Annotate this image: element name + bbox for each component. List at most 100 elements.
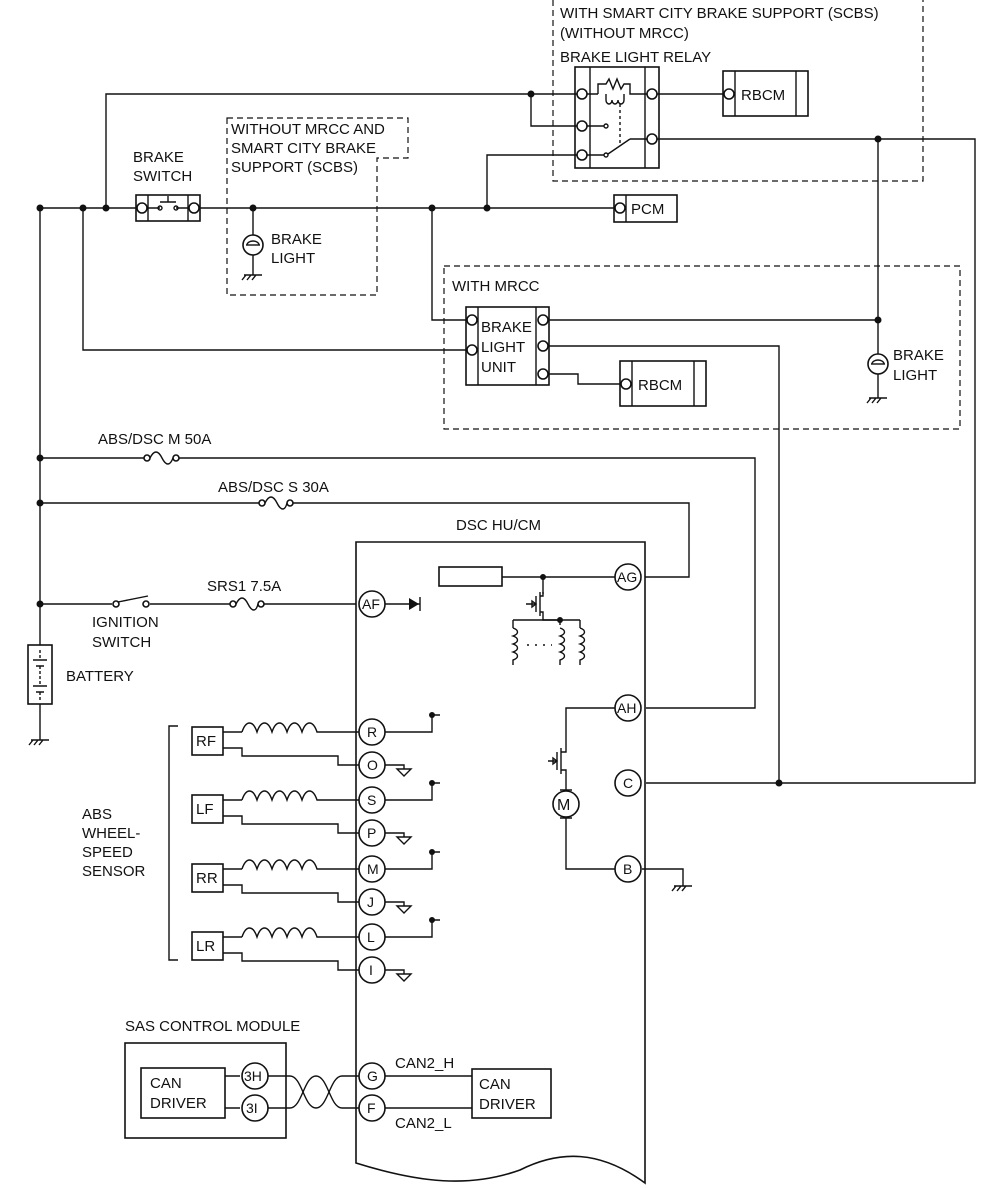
brake-switch-label-1: BRAKE [133, 149, 184, 166]
battery: BATTERY [27, 644, 134, 746]
can-twisted-pair [268, 1075, 359, 1109]
dsc-module: DSC HU/CM M CAN DRIVER CA [355, 517, 692, 1185]
pin-r: R [358, 718, 386, 746]
pin-o: O [358, 751, 386, 779]
pin-b: B [614, 855, 642, 883]
fuse-abs-s: ABS/DSC S 30A [218, 479, 329, 510]
brake-light-relay-label: BRAKE LIGHT RELAY [560, 49, 711, 66]
motor-label: M [557, 797, 570, 814]
svg-text:G: G [367, 1068, 378, 1084]
fuse-abs-m-label: ABS/DSC M 50A [98, 431, 211, 448]
pin-s: S [358, 786, 386, 814]
brake-light-relay: BRAKE LIGHT RELAY [560, 49, 711, 169]
sensor-rows: RF R O LF S P RR M J LR L I [191, 712, 440, 984]
sensor-group-label-2: WHEEL- [82, 825, 140, 842]
pin-l: L [358, 923, 386, 951]
svg-text:3H: 3H [244, 1068, 262, 1084]
pin-3i: 3I [241, 1094, 269, 1122]
brake-light-unit: BRAKE LIGHT UNIT [465, 306, 550, 386]
sensor-group-label-3: SPEED [82, 844, 133, 861]
pin-f: F [358, 1094, 386, 1122]
brake-light-unit-label-2: LIGHT [481, 339, 525, 356]
pin-i: I [358, 956, 386, 984]
svg-text:AF: AF [362, 596, 380, 612]
brake-light-unit-label-3: UNIT [481, 359, 516, 376]
brake-light-unit-label-1: BRAKE [481, 319, 532, 336]
rbcm-relay: RBCM [722, 70, 809, 117]
brake-light-1: BRAKE LIGHT [241, 208, 322, 281]
sensor-lf-label: LF [196, 801, 214, 818]
svg-text:C: C [623, 775, 633, 791]
brake-light-2: BRAKE LIGHT [866, 347, 944, 404]
brake-switch-label-2: SWITCH [133, 168, 192, 185]
brake-circuit-wires [40, 90, 976, 787]
zone-no-mrcc-label-2: SMART CITY BRAKE [231, 140, 376, 157]
svg-text:I: I [369, 962, 373, 978]
pin-ag: AG [614, 563, 642, 591]
sensor-rr: RR M J [191, 849, 440, 916]
rbcm-relay-label: RBCM [741, 87, 785, 104]
sensor-rr-label: RR [196, 870, 218, 887]
power-supply [36, 204, 756, 709]
fuse-srs-label: SRS1 7.5A [207, 578, 281, 595]
zone-scbs-label-2: (WITHOUT MRCC) [560, 25, 689, 42]
zone-no-mrcc-label-1: WITHOUT MRCC AND [231, 121, 385, 138]
svg-text:S: S [367, 792, 376, 808]
sas-can-driver-label-2: DRIVER [150, 1095, 207, 1112]
rbcm-mrcc-label: RBCM [638, 377, 682, 394]
svg-text:AH: AH [617, 700, 636, 716]
brake-light-1-label-1: BRAKE [271, 231, 322, 248]
brake-light-2-label-1: BRAKE [893, 347, 944, 364]
fuse-srs: SRS1 7.5A [207, 578, 281, 611]
svg-text:R: R [367, 724, 377, 740]
sas-module: SAS CONTROL MODULE CAN DRIVER [124, 1018, 300, 1139]
svg-text:M: M [367, 861, 379, 877]
pin-m: M [358, 855, 386, 883]
svg-text:F: F [367, 1100, 376, 1116]
svg-text:3I: 3I [246, 1100, 258, 1116]
ignition-switch: IGNITION SWITCH [92, 595, 159, 651]
dsc-can-driver-label-2: DRIVER [479, 1096, 536, 1113]
svg-text:O: O [367, 757, 378, 773]
fuse-abs-s-label: ABS/DSC S 30A [218, 479, 329, 496]
fuse-abs-m: ABS/DSC M 50A [98, 431, 211, 465]
zone-no-mrcc-label-3: SUPPORT (SCBS) [231, 159, 358, 176]
brake-switch: BRAKE SWITCH [133, 149, 201, 222]
pin-j: J [358, 888, 386, 916]
zone-mrcc-label: WITH MRCC [452, 278, 540, 295]
dsc-label: DSC HU/CM [456, 517, 541, 534]
zone-without-mrcc: WITHOUT MRCC AND SMART CITY BRAKE SUPPOR… [226, 117, 409, 296]
svg-text:P: P [367, 825, 376, 841]
zone-scbs-label-1: WITH SMART CITY BRAKE SUPPORT (SCBS) [560, 5, 879, 22]
sas-can-driver-label-1: CAN [150, 1075, 182, 1092]
sensor-lf: LF S P [191, 780, 440, 847]
sensor-group-label-1: ABS [82, 806, 112, 823]
svg-text:L: L [367, 929, 375, 945]
brake-light-1-label-2: LIGHT [271, 250, 315, 267]
sensor-rf: RF R O [191, 712, 440, 779]
ignition-switch-label-1: IGNITION [92, 614, 159, 631]
dsc-can-driver-label-1: CAN [479, 1076, 511, 1093]
pin-c: C [614, 769, 642, 797]
pin-3h: 3H [241, 1062, 269, 1090]
sas-label: SAS CONTROL MODULE [125, 1018, 300, 1035]
sensor-rf-label: RF [196, 733, 216, 750]
sensor-lr-label: LR [196, 938, 215, 955]
battery-label: BATTERY [66, 668, 134, 685]
svg-text:B: B [623, 861, 632, 877]
zone-with-mrcc: WITH MRCC [443, 265, 961, 430]
can-l-label: CAN2_L [395, 1115, 452, 1132]
pin-ah: AH [614, 694, 642, 722]
pcm: PCM [613, 194, 678, 223]
rbcm-mrcc: RBCM [619, 360, 707, 407]
can-h-label: CAN2_H [395, 1055, 454, 1072]
pin-g: G [358, 1062, 386, 1090]
svg-text:J: J [367, 894, 374, 910]
brake-light-2-label-2: LIGHT [893, 367, 937, 384]
sensor-group-label-4: SENSOR [82, 863, 146, 880]
pin-p: P [358, 819, 386, 847]
ignition-switch-label-2: SWITCH [92, 634, 151, 651]
svg-text:AG: AG [617, 569, 637, 585]
pcm-label: PCM [631, 201, 664, 218]
